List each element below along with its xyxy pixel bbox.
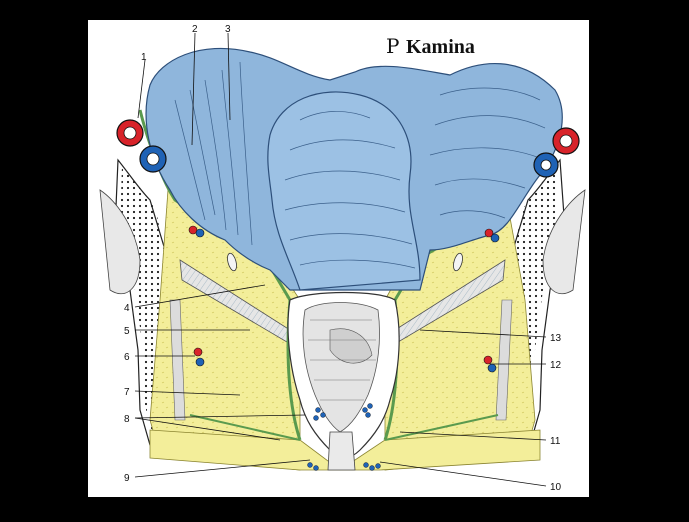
label-6: 6 xyxy=(124,352,130,363)
label-3: 3 xyxy=(225,24,231,35)
label-7: 7 xyxy=(124,387,130,398)
label-13: 13 xyxy=(550,333,562,344)
label-1: 1 xyxy=(141,52,147,63)
iliac-vessels-left xyxy=(116,119,167,173)
leader-lines xyxy=(134,32,547,487)
structure-labels: 1 2 3 4 5 6 7 8 9 10 11 12 13 xyxy=(124,24,562,493)
author-caption: P Kamina xyxy=(386,34,475,58)
label-9: 9 xyxy=(124,473,130,484)
label-8: 8 xyxy=(124,414,130,425)
label-11: 11 xyxy=(550,436,561,447)
label-2: 2 xyxy=(192,24,198,35)
levator-ani-and-obturator-internus xyxy=(169,259,513,421)
author-initial: P xyxy=(386,34,399,58)
iliac-vessels-right xyxy=(533,127,580,178)
small-pelvic-vessels xyxy=(188,225,500,471)
ureters xyxy=(227,252,463,272)
label-10: 10 xyxy=(550,482,562,493)
label-4: 4 xyxy=(124,303,130,314)
sigmoid-colon xyxy=(145,47,563,291)
author-name: Kamina xyxy=(406,36,475,58)
label-12: 12 xyxy=(550,360,562,371)
label-5: 5 xyxy=(124,326,130,337)
